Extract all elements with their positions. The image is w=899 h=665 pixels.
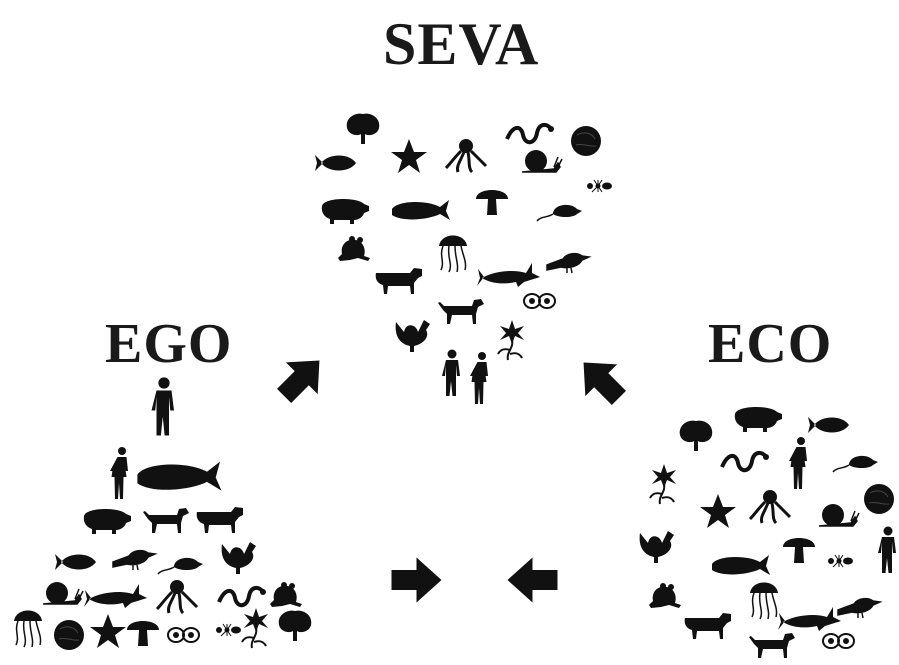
arrow-left-icon — [507, 557, 558, 603]
arrow-up-right-icon — [268, 344, 336, 412]
snake-icon — [720, 450, 771, 473]
woman-icon — [110, 447, 128, 499]
chicken-icon — [221, 542, 256, 574]
ego-title: EGO — [105, 313, 233, 375]
shark-icon — [477, 263, 540, 287]
mushroom-icon — [783, 538, 815, 563]
rat-icon — [536, 204, 583, 222]
jellyfish-icon — [438, 234, 468, 273]
mushroom-icon — [476, 190, 508, 215]
fish-icon — [808, 417, 849, 433]
seva-title: SEVA — [383, 11, 540, 77]
octopus-icon — [444, 137, 488, 174]
bird-icon — [112, 549, 156, 571]
tree-icon — [278, 610, 312, 641]
dog-icon — [749, 633, 795, 658]
man-icon — [442, 349, 460, 396]
snail-icon — [42, 581, 84, 605]
flower-icon — [649, 463, 677, 505]
woman-icon — [470, 352, 488, 404]
eggs-icon — [167, 627, 200, 643]
pig-icon — [83, 508, 131, 534]
whale-icon — [137, 461, 222, 491]
cow-icon — [684, 613, 731, 639]
seva-heart-group — [315, 113, 613, 404]
whale-icon — [712, 555, 770, 575]
ant-icon — [586, 179, 613, 193]
frog-icon — [270, 582, 302, 607]
fish-icon — [315, 155, 356, 171]
ant-icon — [215, 623, 242, 637]
bird-icon — [837, 597, 881, 619]
mushroom-icon — [127, 621, 159, 646]
eco-circle-group — [639, 406, 896, 658]
shark-icon — [84, 584, 147, 608]
starfish-icon — [90, 614, 126, 648]
cow-icon — [375, 268, 422, 294]
snake-icon — [505, 122, 556, 145]
flower-icon — [497, 319, 525, 361]
tree-icon — [679, 420, 713, 451]
whale-icon — [392, 200, 450, 220]
rat-icon — [832, 455, 879, 473]
chicken-icon — [639, 531, 674, 563]
dog-icon — [143, 508, 189, 533]
arrow-right-icon — [391, 557, 442, 603]
tree-icon — [346, 113, 380, 144]
jellyfish-icon — [749, 581, 779, 620]
pig-icon — [734, 406, 782, 432]
octopus-icon — [155, 578, 199, 615]
flower-icon — [241, 607, 269, 649]
woman-icon — [789, 437, 807, 489]
eggs-icon — [523, 293, 556, 309]
rat-icon — [157, 557, 204, 575]
snake-icon — [217, 585, 268, 608]
coral-icon — [863, 483, 895, 515]
ant-icon — [827, 554, 854, 568]
eggs-icon — [822, 633, 855, 649]
octopus-icon — [748, 488, 792, 525]
arrow-up-left-icon — [567, 346, 635, 414]
shark-icon — [778, 607, 841, 631]
snail-icon — [521, 149, 563, 173]
man-icon — [151, 377, 174, 436]
jellyfish-icon — [13, 609, 43, 648]
starfish-icon — [700, 494, 736, 528]
pig-icon — [321, 198, 369, 224]
coral-icon — [570, 125, 602, 157]
snail-icon — [818, 503, 860, 527]
frog-icon — [338, 236, 370, 261]
fish-icon — [55, 554, 96, 570]
eco-title: ECO — [708, 313, 833, 375]
dog-icon — [438, 299, 484, 324]
cow-icon — [196, 507, 243, 533]
bird-icon — [546, 252, 590, 274]
coral-icon — [53, 619, 85, 651]
man-icon — [878, 526, 896, 573]
chicken-icon — [395, 320, 430, 352]
frog-icon — [649, 583, 681, 608]
ego-pyramid-group — [13, 377, 312, 651]
starfish-icon — [391, 139, 427, 173]
